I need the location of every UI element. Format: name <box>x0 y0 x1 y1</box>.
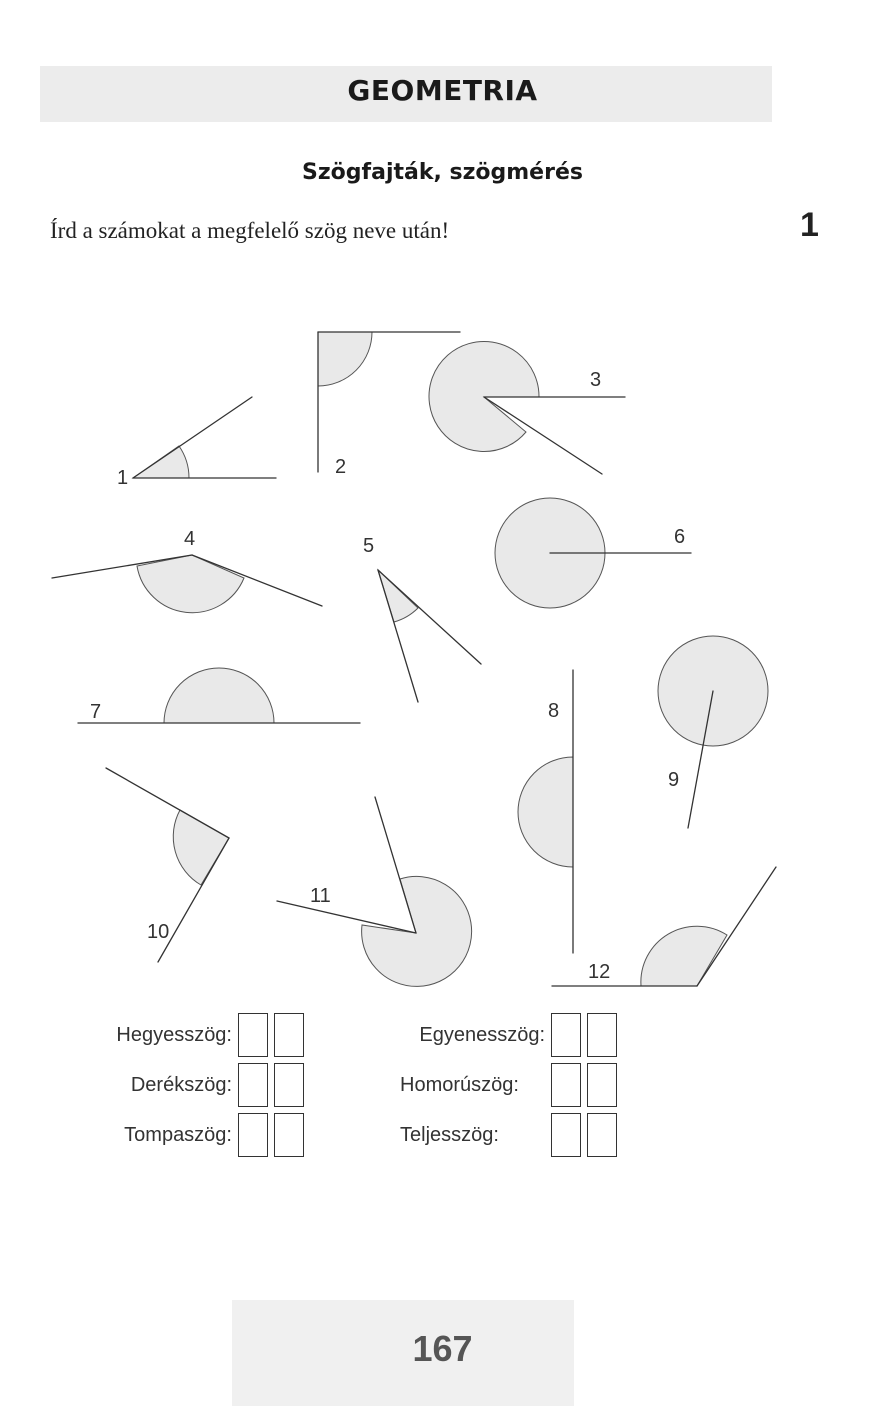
page-number: 167 <box>412 1328 473 1369</box>
answer-box[interactable] <box>587 1063 617 1107</box>
page-subtitle: Szögfajták, szögmérés <box>302 160 583 185</box>
answer-label: Hegyesszög: <box>116 1023 232 1046</box>
answer-label: Egyenesszög: <box>419 1023 545 1046</box>
angle-10-ray <box>157 837 230 963</box>
task-number: 1 <box>800 206 819 244</box>
answer-label: Tompaszög: <box>124 1123 232 1146</box>
angle-11-ray <box>374 796 417 934</box>
answer-box[interactable] <box>587 1113 617 1157</box>
angle-5-arc <box>376 568 419 623</box>
answer-box[interactable] <box>238 1013 268 1057</box>
answer-box[interactable] <box>551 1063 581 1107</box>
footer-band <box>232 1300 574 1406</box>
angle-9-ray <box>687 690 714 829</box>
angle-4-ray <box>51 554 193 579</box>
angle-label-11: 11 <box>310 885 331 907</box>
answer-box[interactable] <box>238 1113 268 1157</box>
angle-7-arc <box>163 667 275 724</box>
angle-12-ray <box>696 866 777 987</box>
angle-4-arc <box>136 554 245 614</box>
angle-4-ray <box>191 554 323 607</box>
answer-label: Teljesszög: <box>400 1123 499 1146</box>
header-band <box>40 66 772 122</box>
answer-row-hegyesszog: Hegyesszög: <box>100 1013 304 1057</box>
angle-label-8: 8 <box>548 700 559 722</box>
angle-1-ray <box>132 396 253 479</box>
angle-10-arc <box>172 809 230 886</box>
angle-label-12: 12 <box>588 961 610 983</box>
answer-box[interactable] <box>274 1113 304 1157</box>
answer-row-homoruszog: Homorúszög: <box>400 1063 617 1107</box>
angle-label-1: 1 <box>117 467 128 489</box>
angle-2-arc <box>317 331 373 387</box>
angle-label-7: 7 <box>90 701 101 723</box>
angle-1-arc <box>131 445 190 479</box>
answer-box[interactable] <box>551 1113 581 1157</box>
instruction-text: Írd a számokat a megfelelő szög neve utá… <box>50 218 450 243</box>
angle-label-6: 6 <box>674 526 685 548</box>
answer-box[interactable] <box>238 1063 268 1107</box>
answer-row-derekszog: Derékszög: <box>100 1063 304 1107</box>
angle-11-ray <box>276 900 417 934</box>
angle-label-2: 2 <box>335 456 346 478</box>
angle-label-5: 5 <box>363 535 374 557</box>
section-title: GEOMETRIA <box>347 74 538 107</box>
answer-box[interactable] <box>274 1063 304 1107</box>
answer-row-tompaszog: Tompaszög: <box>100 1113 304 1157</box>
angle-10-ray <box>105 767 230 839</box>
angle-11-arc <box>361 875 473 987</box>
angle-label-3: 3 <box>590 369 601 391</box>
answer-box[interactable] <box>551 1013 581 1057</box>
answer-row-teljesszog: Teljesszög: <box>400 1113 617 1157</box>
angle-5-ray <box>377 569 482 665</box>
angle-label-10: 10 <box>147 921 169 943</box>
angle-12-arc <box>640 925 728 987</box>
angle-8-arc <box>517 756 574 868</box>
angle-5-ray <box>377 569 419 703</box>
answer-box[interactable] <box>587 1013 617 1057</box>
angle-label-4: 4 <box>184 528 195 550</box>
answer-row-egyenesszog: Egyenesszög: <box>400 1013 617 1057</box>
answer-label: Derékszög: <box>130 1073 232 1096</box>
angle-label-9: 9 <box>668 769 679 791</box>
answer-label: Homorúszög: <box>400 1073 519 1096</box>
answer-box[interactable] <box>274 1013 304 1057</box>
angle-3-ray <box>483 396 603 475</box>
